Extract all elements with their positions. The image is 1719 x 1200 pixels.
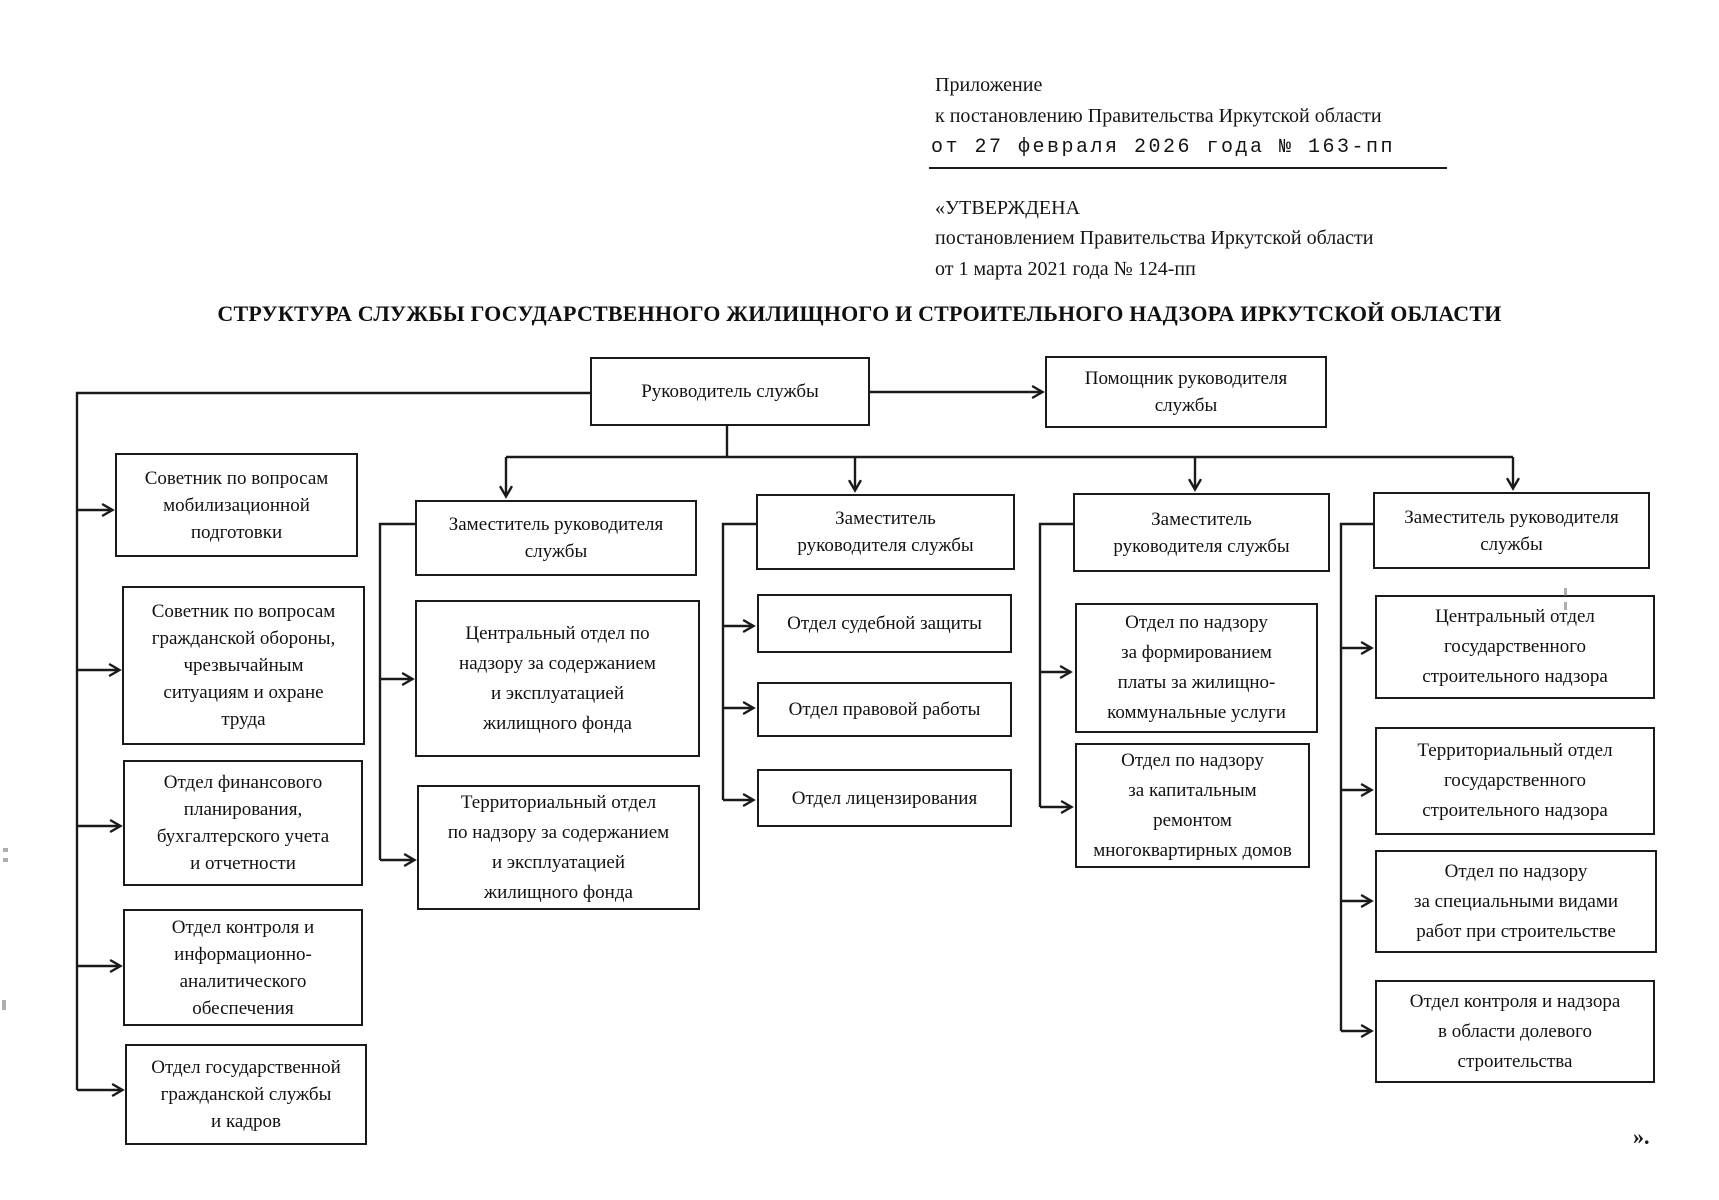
- document-header: Приложение к постановлению Правительства…: [929, 70, 1448, 284]
- box-deputy-2: Заместитель руководителя службы: [756, 494, 1015, 570]
- appendix-label: Приложение: [935, 74, 1043, 96]
- box-deputy-1: Заместитель руководителя службы: [415, 500, 697, 576]
- box-special-works-dept: Отдел по надзору за специальными видами …: [1375, 850, 1657, 953]
- box-deputy-3: Заместитель руководителя службы: [1073, 493, 1330, 572]
- appendix-date-line: от 27 февраля 2026 года № 163-пп: [929, 132, 1448, 169]
- box-control-info-department: Отдел контроля и информационно- аналитич…: [123, 909, 363, 1026]
- closing-quote-mark: ».: [1633, 1124, 1650, 1149]
- box-legal-work-dept: Отдел правовой работы: [757, 682, 1012, 737]
- box-licensing-dept: Отдел лицензирования: [757, 769, 1012, 827]
- box-civil-service-hr-department: Отдел государственной гражданской службы…: [125, 1044, 367, 1145]
- box-assistant: Помощник руководителя службы: [1045, 356, 1327, 428]
- box-territorial-housing-dept: Территориальный отдел по надзору за соде…: [417, 785, 700, 910]
- box-payment-supervision-dept: Отдел по надзору за формированием платы …: [1075, 603, 1318, 733]
- box-shared-construction-dept: Отдел контроля и надзора в области долев…: [1375, 980, 1655, 1083]
- appendix-to-line: к постановлению Правительства Иркутской …: [935, 104, 1382, 127]
- approved-mark: «УТВЕРЖДЕНА: [935, 196, 1081, 219]
- box-central-housing-dept: Центральный отдел по надзору за содержан…: [415, 600, 700, 757]
- approved-by-line: постановлением Правительства Иркутской о…: [935, 227, 1374, 249]
- scan-artifact: [3, 848, 8, 852]
- box-finance-department: Отдел финансового планирования, бухгалте…: [123, 760, 363, 886]
- box-deputy-4: Заместитель руководителя службы: [1373, 492, 1650, 569]
- approved-date-line: от 1 марта 2021 года № 124-пп: [935, 257, 1196, 280]
- scan-artifact: [2, 1000, 6, 1010]
- box-territorial-construction-dept: Территориальный отдел государственного с…: [1375, 727, 1655, 835]
- scan-artifact: [1564, 602, 1567, 610]
- box-judicial-defense-dept: Отдел судебной защиты: [757, 594, 1012, 653]
- box-advisor-civil-defense: Советник по вопросам гражданской обороны…: [122, 586, 365, 745]
- box-head-of-service: Руководитель службы: [590, 357, 870, 426]
- scan-artifact: [3, 858, 8, 862]
- box-capital-repair-dept: Отдел по надзору за капитальным ремонтом…: [1075, 743, 1310, 868]
- box-central-construction-dept: Центральный отдел государственного строи…: [1375, 595, 1655, 699]
- page-title: СТРУКТУРА СЛУЖБЫ ГОСУДАРСТВЕННОГО ЖИЛИЩН…: [217, 301, 1502, 326]
- scan-artifact: [1564, 588, 1567, 596]
- box-advisor-mobilization: Советник по вопросам мобилизационной под…: [115, 453, 358, 557]
